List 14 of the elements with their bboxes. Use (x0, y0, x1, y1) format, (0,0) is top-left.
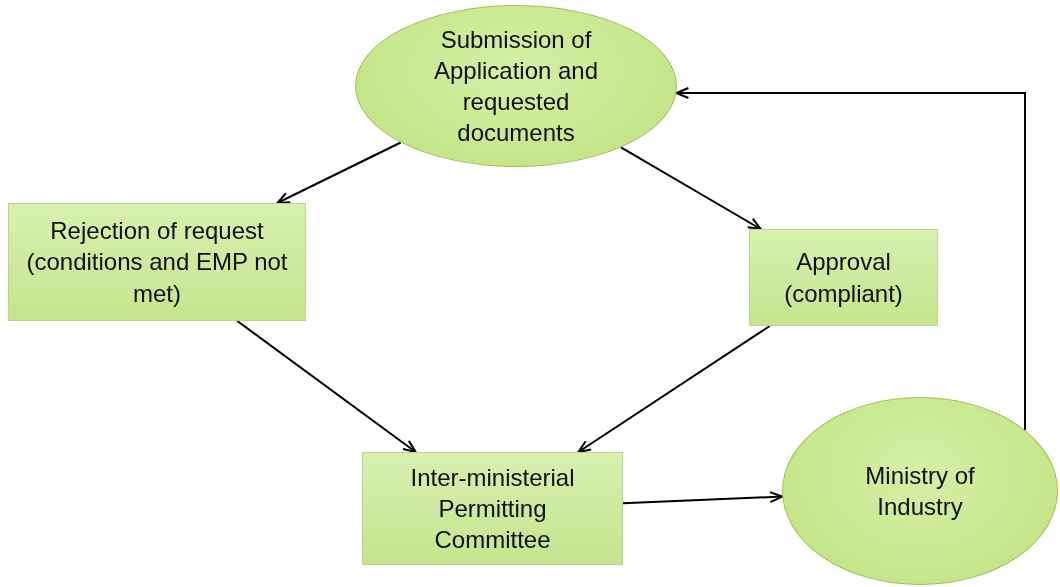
node-label: Approval (compliant) (783, 247, 904, 309)
arrow (675, 87, 1026, 431)
arrow (236, 320, 417, 453)
arrow (577, 325, 771, 453)
process-box (362, 452, 623, 565)
node-label: Inter-ministerial Permitting Committee (409, 462, 576, 556)
arrow (276, 141, 402, 204)
node-label: Rejection of request (conditions and EMP not met) (25, 216, 289, 309)
arrow (620, 146, 762, 230)
process-box (749, 229, 938, 326)
node-label: Submission of Application and requested documents (432, 24, 600, 149)
arrow (622, 491, 784, 505)
process-box (8, 203, 306, 321)
node-label: Ministry of Industry (864, 460, 976, 522)
